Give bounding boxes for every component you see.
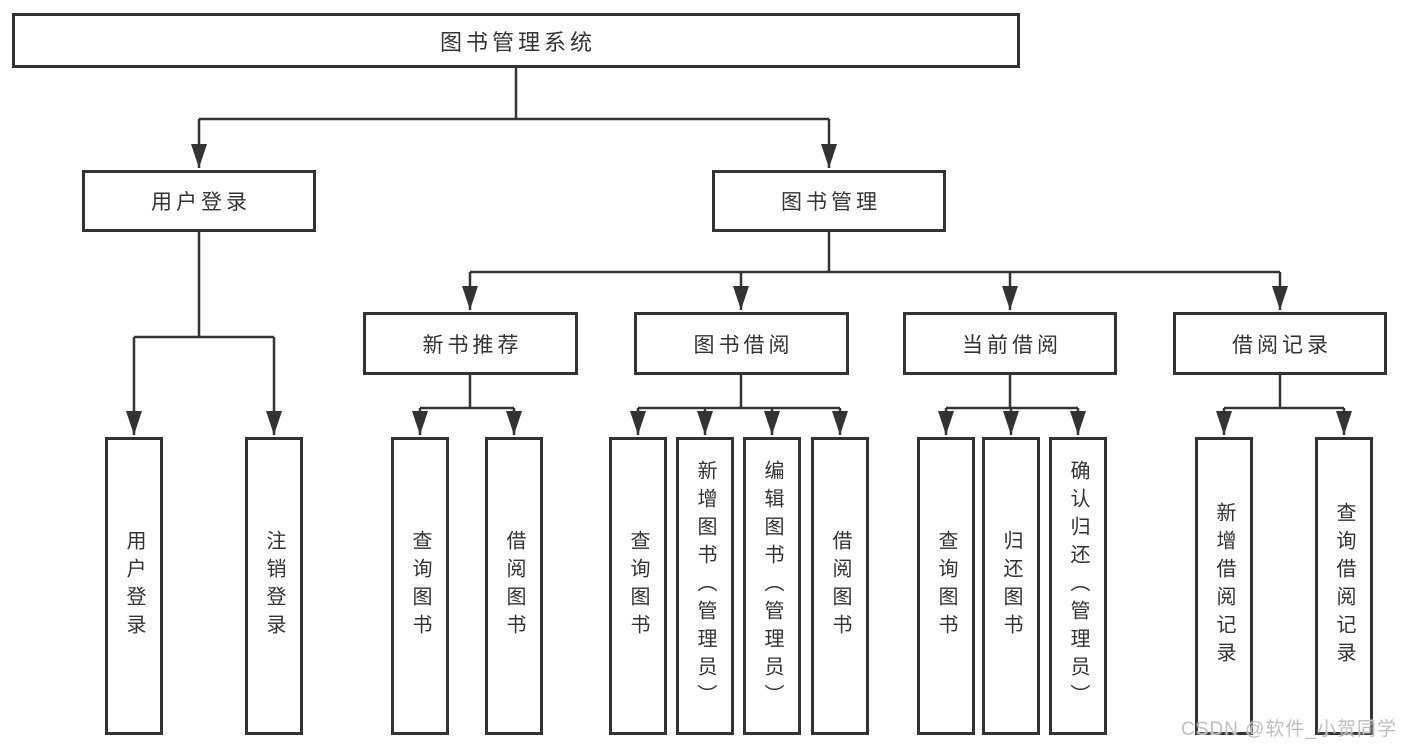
node-user-login-branch: 用户登录 <box>82 170 316 232</box>
leaf-label: 用户登录 <box>123 530 145 642</box>
leaf-label: 新增借阅记录 <box>1213 502 1235 670</box>
node-book-management-branch: 图书管理 <box>712 170 946 232</box>
leaf-user-login: 用户登录 <box>105 437 163 735</box>
leaf-add-books-admin: 新增图书（管理员） <box>676 437 734 735</box>
node-new-book-recommend: 新书推荐 <box>363 312 578 375</box>
node-book-borrowing: 图书借阅 <box>634 312 849 375</box>
leaf-label: 查询图书 <box>627 530 649 642</box>
leaf-label: 注销登录 <box>263 530 285 642</box>
leaf-query-books-2: 查询图书 <box>609 437 667 735</box>
csdn-watermark: CSDN @软件_小贺同学 <box>1181 719 1397 740</box>
leaf-edit-books-admin: 编辑图书（管理员） <box>743 437 801 735</box>
leaf-label: 借阅图书 <box>829 530 851 642</box>
node-library-management-system: 图书管理系统 <box>12 13 1020 68</box>
leaf-label: 确认归还（管理员） <box>1067 460 1089 712</box>
leaf-borrow-books-2: 借阅图书 <box>811 437 869 735</box>
leaf-logout: 注销登录 <box>245 437 303 735</box>
leaf-query-books-1: 查询图书 <box>391 437 449 735</box>
node-borrowing-records: 借阅记录 <box>1173 312 1387 375</box>
leaf-confirm-return-admin: 确认归还（管理员） <box>1049 437 1107 735</box>
leaf-label: 查询图书 <box>935 530 957 642</box>
leaf-add-borrow-record: 新增借阅记录 <box>1195 437 1253 735</box>
leaf-label: 查询图书 <box>409 530 431 642</box>
leaf-label: 新增图书（管理员） <box>694 460 716 712</box>
leaf-return-books: 归还图书 <box>982 437 1040 735</box>
leaf-label: 借阅图书 <box>503 530 525 642</box>
leaf-label: 查询借阅记录 <box>1333 502 1355 670</box>
leaf-query-books-3: 查询图书 <box>917 437 975 735</box>
leaf-borrow-books-1: 借阅图书 <box>485 437 543 735</box>
leaf-query-borrow-record: 查询借阅记录 <box>1315 437 1373 735</box>
leaf-label: 归还图书 <box>1000 530 1022 642</box>
node-current-borrowing: 当前借阅 <box>903 312 1117 375</box>
leaf-label: 编辑图书（管理员） <box>761 460 783 712</box>
